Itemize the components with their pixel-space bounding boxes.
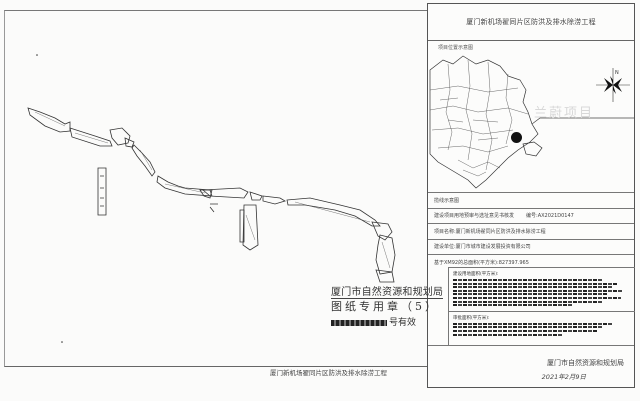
- project-boundary-drawing: [27, 54, 396, 343]
- location-map: [429, 55, 634, 189]
- title-block-panel: 厦门新机场翟同片区防洪及排水除涝工程 项目位置示意图: [427, 3, 635, 388]
- svg-text:N: N: [615, 70, 619, 76]
- info-row-project-name: 项目名称:厦门新机场翟同片区防洪及排水除涝工程: [428, 223, 634, 239]
- seal-line-3: 号有效: [331, 315, 416, 328]
- permit-number: 编号:AX2021D0147: [526, 213, 574, 220]
- official-seal: 厦门市自然资源和规划局 图纸专用章（5） 号有效: [331, 283, 444, 341]
- project-title: 厦门新机场翟同片区防洪及排水除涝工程: [428, 4, 634, 41]
- detail-block-approved-area: 审批面积(平方米):: [449, 310, 635, 340]
- info-row-builder: 建设单位:厦门市城市建设发展投资有限公司: [428, 238, 634, 255]
- info-row-permit: 建设项目用地预审与选址意见书核发 编号:AX2021D0147: [428, 207, 634, 224]
- faint-overlay-text: 兰蔚项目: [534, 106, 595, 121]
- issuing-organization: 厦门市自然资源和规划局: [547, 359, 624, 367]
- drawing-caption: 厦门新机场翟同片区防洪及排水除涝工程: [270, 369, 387, 377]
- info-rows: 揽线示意图 建设项目用地预审与选址意见书核发 编号:AX2021D0147 项目…: [428, 192, 634, 270]
- location-map-label: 项目位置示意图: [438, 45, 474, 51]
- compass-icon: N: [596, 68, 630, 102]
- drawing-frame: [4, 10, 635, 367]
- project-location-marker: [511, 132, 522, 143]
- area-details: 建设用地面积(平方米): 审批面积(平方米):: [448, 267, 635, 346]
- issue-date: 2021年2月9日: [541, 373, 586, 381]
- seal-line-2: 图纸专用章（5）: [331, 300, 439, 313]
- seal-line-1: 厦门市自然资源和规划局: [331, 283, 444, 299]
- info-row-route-map: 揽线示意图: [428, 192, 634, 208]
- signature-area: 厦门市自然资源和规划局 2021年2月9日: [428, 345, 634, 388]
- info-row-total-area: 基于XM92的总面积(平方米):827397.965: [428, 254, 634, 270]
- detail-block-land-area: 建设用地面积(平方米):: [449, 268, 635, 311]
